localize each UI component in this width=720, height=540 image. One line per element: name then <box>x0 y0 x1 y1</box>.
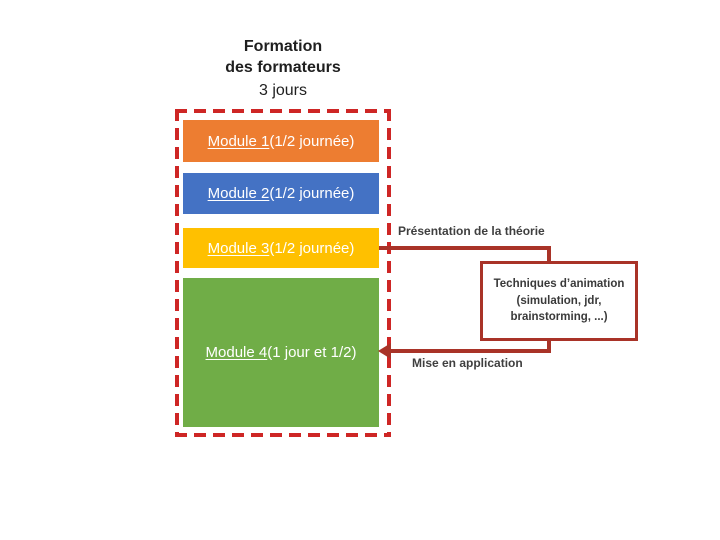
page-title: Formation des formateurs 3 jours <box>175 36 391 101</box>
module-1-duration: (1/2 journée) <box>269 132 355 150</box>
dashed-outline-top <box>175 109 391 113</box>
dashed-outline-bottom <box>175 433 391 437</box>
left-arrowhead-icon <box>378 343 391 359</box>
module-4-name: Module 4 <box>205 344 268 361</box>
module-1-box: Module 1 (1/2 journée) <box>183 120 379 162</box>
module-3-box: Module 3 (1/2 journée) <box>183 228 379 268</box>
theory-label: Présentation de la théorie <box>398 224 545 238</box>
title-line-2: des formateurs <box>225 59 341 76</box>
module-3-name: Module 3 <box>207 239 270 257</box>
module-3-duration: (1/2 journée) <box>269 239 355 257</box>
module-1-name: Module 1 <box>207 132 270 150</box>
module-2-duration: (1/2 journée) <box>269 185 355 202</box>
techniques-line-3: brainstorming, ...) <box>510 311 608 324</box>
module-2-box: Module 2 (1/2 journée) <box>183 173 379 214</box>
techniques-line-1: Techniques d’animation <box>493 277 625 290</box>
title-line-1: Formation <box>243 38 323 55</box>
connector-theory-horizontal <box>379 246 551 250</box>
module-4-duration: (1 jour et 1/2) <box>267 344 357 361</box>
techniques-box: Techniques d’animation (simulation, jdr,… <box>480 261 638 341</box>
connector-theory-vertical <box>547 246 551 264</box>
dashed-outline-left <box>175 109 179 437</box>
title-duration: 3 jours <box>258 82 308 99</box>
module-4-box: Module 4 (1 jour et 1/2) <box>183 278 379 427</box>
dashed-outline-right <box>387 109 391 437</box>
techniques-line-2: (simulation, jdr, <box>516 294 602 307</box>
module-2-name: Module 2 <box>207 185 270 202</box>
connector-application-vertical <box>547 339 551 353</box>
connector-application-horizontal <box>390 349 551 353</box>
application-label: Mise en application <box>412 356 523 370</box>
